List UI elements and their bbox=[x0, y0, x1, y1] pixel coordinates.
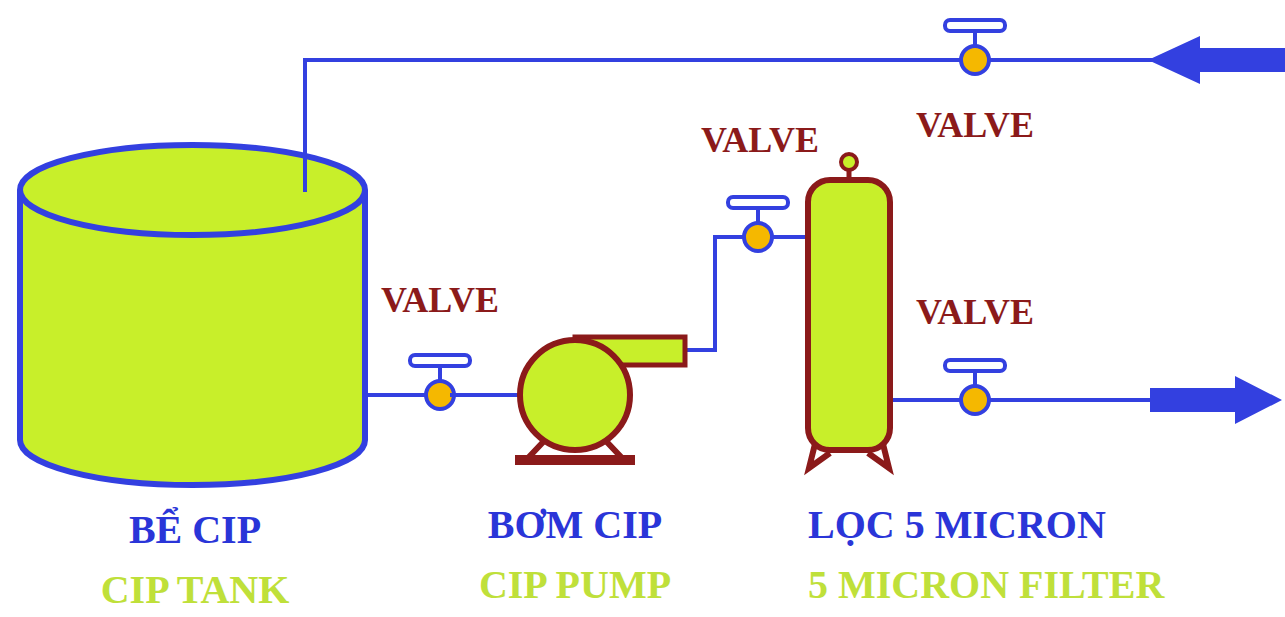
label-group: BỂ CIPCIP TANK bbox=[10, 500, 380, 617]
valve-symbol bbox=[945, 20, 1005, 74]
label-group: BƠM CIPCIP PUMP bbox=[450, 495, 700, 615]
unit-name: BƠM CIP bbox=[450, 495, 700, 555]
valve-label: VALVE bbox=[916, 105, 1034, 145]
outlet-pipe bbox=[890, 398, 1155, 402]
valve-label: VALVE bbox=[916, 292, 1034, 332]
unit-name-english: 5 MICRON FILTER bbox=[808, 555, 1260, 615]
pump-unit: BƠM CIPCIP PUMP bbox=[450, 320, 700, 615]
valve-label: VALVE bbox=[701, 120, 819, 160]
inlet-arrow bbox=[1148, 36, 1285, 84]
filter-unit: LỌC 5 MICRON5 MICRON FILTER bbox=[800, 150, 1260, 615]
unit-name-english: CIP PUMP bbox=[450, 555, 700, 615]
valve-symbol bbox=[728, 197, 788, 251]
valve-symbol bbox=[945, 360, 1005, 414]
unit-name: BỂ CIP bbox=[10, 500, 380, 560]
outlet-arrow bbox=[1150, 376, 1282, 424]
valve-label: VALVE bbox=[381, 280, 499, 320]
pipe-connector bbox=[700, 237, 800, 350]
label-group: LỌC 5 MICRON5 MICRON FILTER bbox=[800, 495, 1260, 615]
valve-symbol bbox=[410, 355, 470, 409]
unit-name: LỌC 5 MICRON bbox=[808, 495, 1260, 555]
tank-unit: BỂ CIPCIP TANK bbox=[10, 140, 380, 615]
unit-name-english: CIP TANK bbox=[10, 560, 380, 617]
return-pipe bbox=[305, 60, 1160, 190]
